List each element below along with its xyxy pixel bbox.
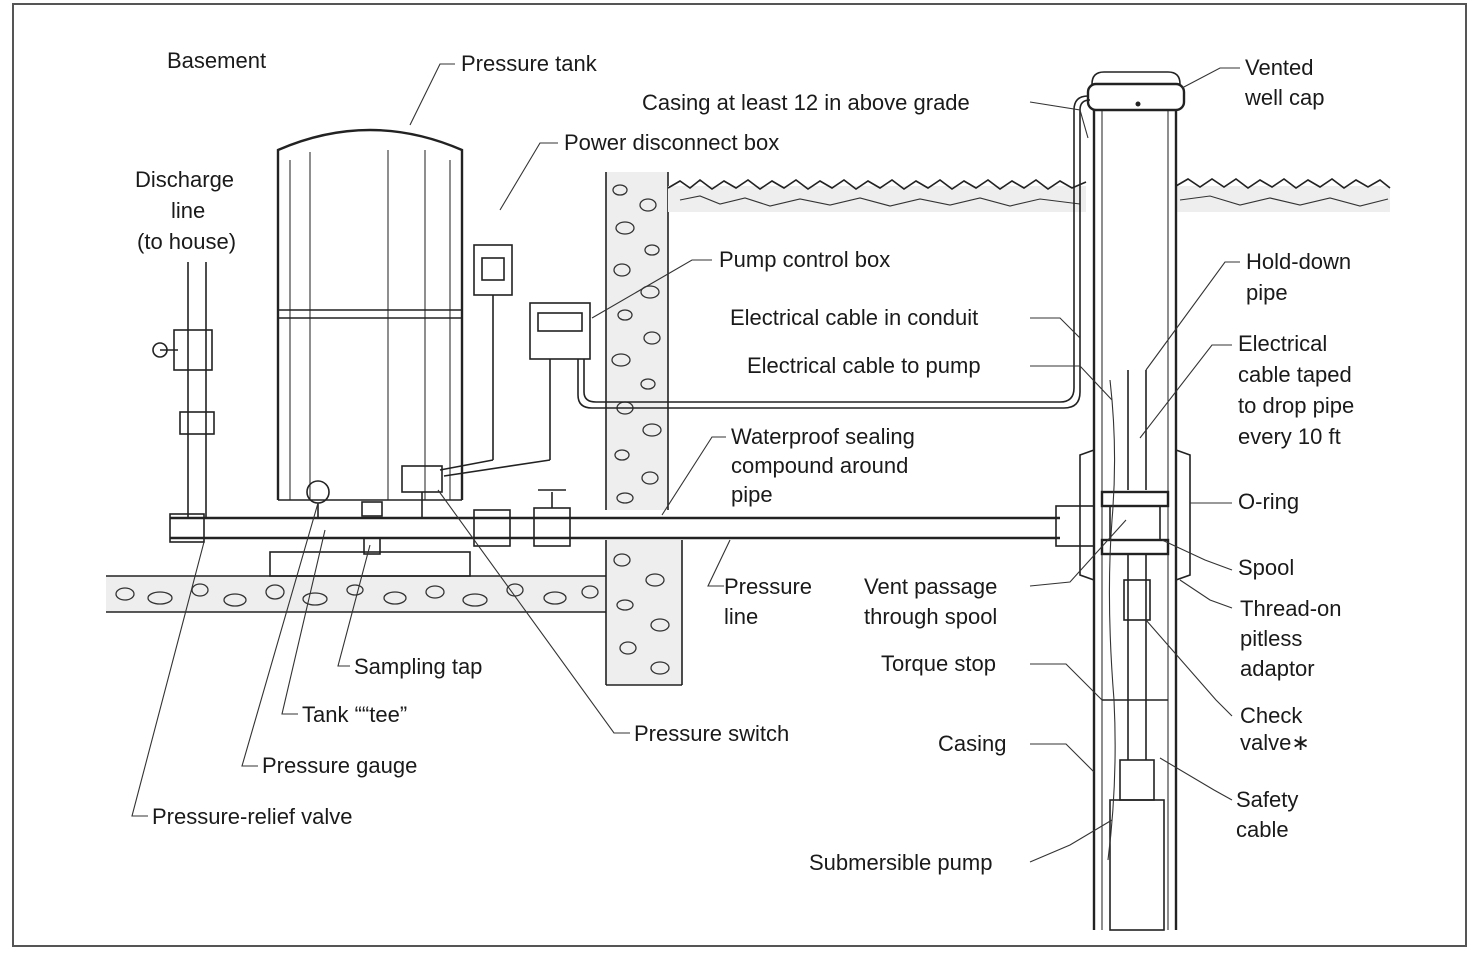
label-pitless-3: adaptor — [1240, 656, 1315, 681]
power-disconnect-box — [439, 244, 513, 471]
label-cable-taped-3: to drop pipe — [1238, 393, 1354, 418]
discharge-line — [152, 262, 215, 518]
label-pressure-tank: Pressure tank — [461, 51, 598, 76]
label-submersible-pump: Submersible pump — [809, 850, 992, 875]
label-hold-down-pipe-2: pipe — [1246, 280, 1288, 305]
tank-fittings — [306, 465, 443, 555]
leader-lines — [131, 63, 1240, 863]
label-pressure-relief-valve: Pressure-relief valve — [152, 804, 353, 829]
label-pump-control-box: Pump control box — [719, 247, 890, 272]
basement-floor-slab — [106, 575, 606, 613]
label-basement: Basement — [167, 48, 266, 73]
pitless-adaptor — [1055, 448, 1191, 582]
label-cable-taped-2: cable taped — [1238, 362, 1352, 387]
label-pressure-line-1: Pressure — [724, 574, 812, 599]
label-waterproof-3: pipe — [731, 482, 773, 507]
label-check-valve-2: valve∗ — [1240, 730, 1310, 755]
label-pressure-gauge: Pressure gauge — [262, 753, 417, 778]
diagram-frame — [12, 3, 1467, 947]
label-cable-taped-4: every 10 ft — [1238, 424, 1341, 449]
pump-control-box — [443, 302, 591, 477]
label-safety-cable-2: cable — [1236, 817, 1289, 842]
label-vented-well-cap-1: Vented — [1245, 55, 1314, 80]
tank-stand — [269, 551, 471, 577]
label-electrical-cable-to-pump: Electrical cable to pump — [747, 353, 981, 378]
label-safety-cable-1: Safety — [1236, 787, 1298, 812]
drop-pipe — [1127, 370, 1147, 760]
label-pressure-switch: Pressure switch — [634, 721, 789, 746]
label-pressure-line-2: line — [724, 604, 758, 629]
ground-surface — [667, 178, 1391, 212]
submersible-pump — [1102, 579, 1168, 931]
label-power-disconnect-box: Power disconnect box — [564, 130, 779, 155]
label-check-valve-1: Check — [1240, 703, 1303, 728]
label-vented-well-cap-2: well cap — [1244, 85, 1324, 110]
safety-cable-line — [1107, 379, 1116, 861]
label-casing-above-grade: Casing at least 12 in above grade — [642, 90, 970, 115]
label-waterproof-1: Waterproof sealing — [731, 424, 915, 449]
electrical-cable-route — [577, 188, 1081, 409]
label-spool: Spool — [1238, 555, 1294, 580]
labels: Basement Pressure tank Discharge line (t… — [135, 48, 1354, 875]
label-sampling-tap: Sampling tap — [354, 654, 482, 679]
label-discharge-line-2: line — [171, 198, 205, 223]
foundation-wall — [605, 172, 683, 686]
label-o-ring: O-ring — [1238, 489, 1299, 514]
label-cable-taped-1: Electrical — [1238, 331, 1327, 356]
vented-well-cap — [1086, 71, 1186, 112]
label-pitless-2: pitless — [1240, 626, 1302, 651]
label-electrical-cable-in-conduit: Electrical cable in conduit — [730, 305, 978, 330]
label-hold-down-pipe-1: Hold-down — [1246, 249, 1351, 274]
label-tank-tee: Tank ““tee” — [302, 702, 407, 727]
label-torque-stop: Torque stop — [881, 651, 996, 676]
label-waterproof-2: compound around — [731, 453, 908, 478]
label-pitless-1: Thread-on — [1240, 596, 1342, 621]
label-casing: Casing — [938, 731, 1006, 756]
label-vent-passage-2: through spool — [864, 604, 997, 629]
label-discharge-line-3: (to house) — [137, 229, 236, 254]
pressure-tank — [276, 128, 464, 501]
label-vent-passage-1: Vent passage — [864, 574, 997, 599]
label-discharge-line-1: Discharge — [135, 167, 234, 192]
